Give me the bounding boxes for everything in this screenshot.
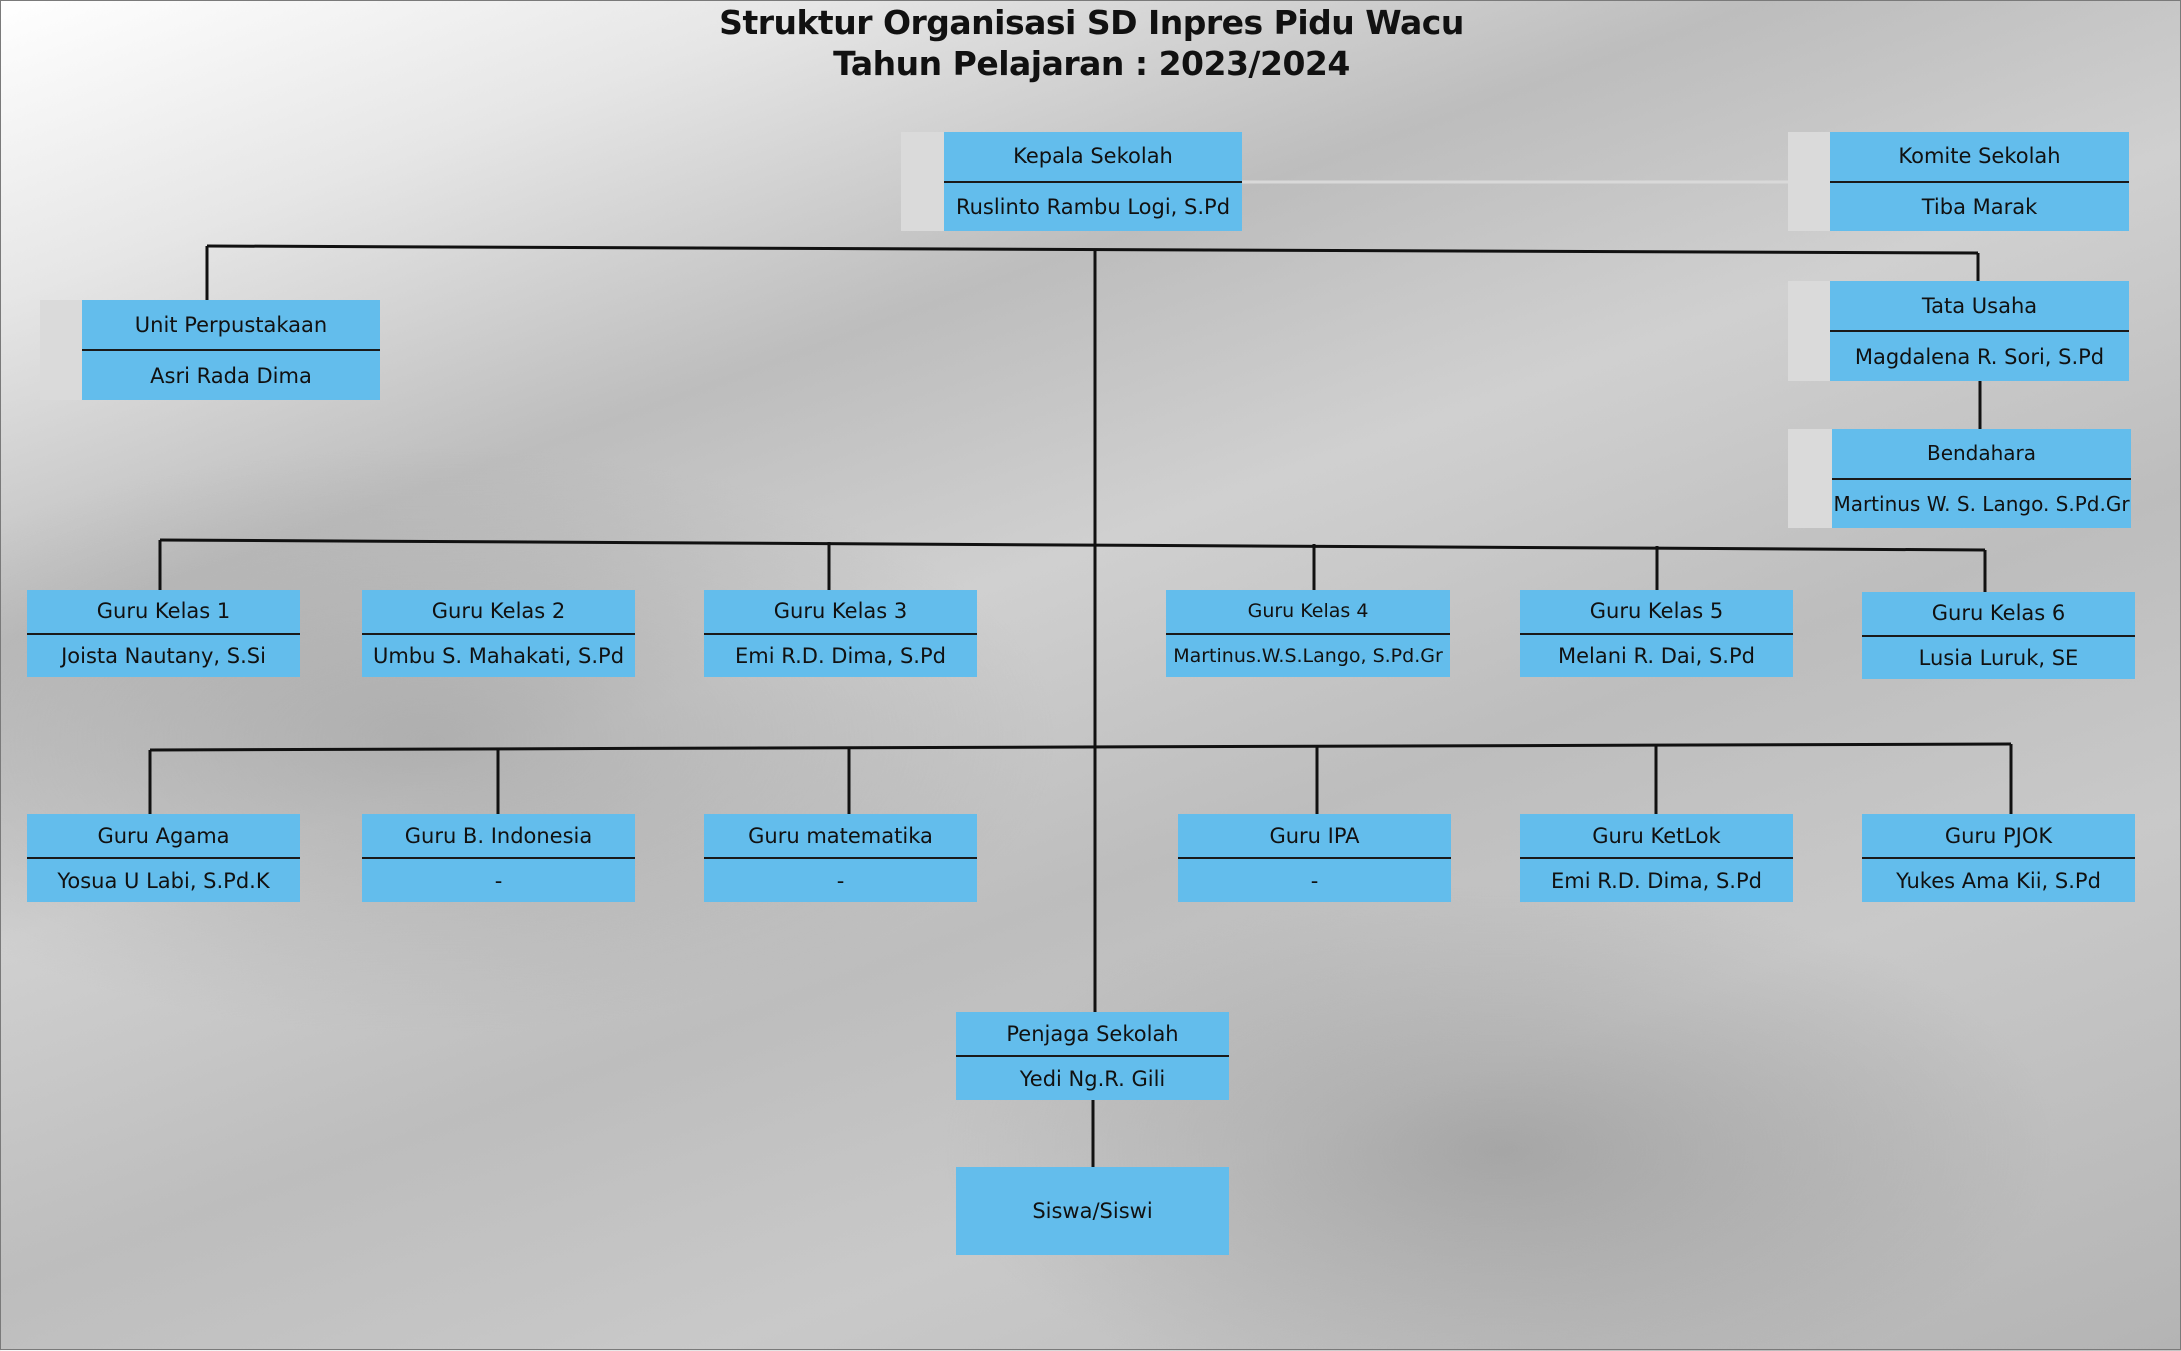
node-person: Emi R.D. Dima, S.Pd	[1551, 868, 1762, 893]
node-siswa-siswi: Siswa/Siswi	[956, 1167, 1229, 1255]
node-guru-b-indonesia: Guru B. Indonesia -	[362, 814, 635, 902]
node-person: Melani R. Dai, S.Pd	[1558, 643, 1755, 668]
node-person: Umbu S. Mahakati, S.Pd	[372, 643, 625, 668]
komite-tab	[1788, 132, 1831, 231]
node-person: Tiba Marak	[1921, 194, 2038, 219]
node-person: Yedi Ng.R. Gili	[1019, 1066, 1166, 1091]
node-person: Ruslinto Rambu Logi, S.Pd	[955, 194, 1231, 219]
node-tata-usaha: Tata Usaha Magdalena R. Sori, S.Pd	[1830, 281, 2129, 381]
node-role: Penjaga Sekolah	[956, 1012, 1229, 1057]
node-guru-pjok: Guru PJOK Yukes Ama Kii, S.Pd	[1862, 814, 2135, 902]
perpustakaan-tab	[40, 300, 83, 400]
node-role: Guru Kelas 4	[1166, 590, 1450, 635]
node-guru-ketlok: Guru KetLok Emi R.D. Dima, S.Pd	[1520, 814, 1793, 902]
kelas-branch-horizontal	[159, 538, 1986, 552]
node-person: Emi R.D. Dima, S.Pd	[735, 643, 946, 668]
node-person: Asri Rada Dima	[150, 363, 312, 388]
node-guru-kelas-2: Guru Kelas 2 Umbu S. Mahakati, S.Pd	[362, 590, 635, 677]
node-role: Guru KetLok	[1520, 814, 1793, 859]
node-role: Guru Kelas 5	[1520, 590, 1793, 635]
kepala-tab	[901, 132, 945, 231]
node-bendahara: Bendahara Martinus W. S. Lango. S.Pd.Gr	[1832, 429, 2131, 528]
node-role: Siswa/Siswi	[1032, 1199, 1153, 1223]
tata-usaha-tab	[1788, 281, 1831, 381]
node-guru-agama: Guru Agama Yosua U Labi, S.Pd.K	[27, 814, 300, 902]
node-role: Guru Kelas 2	[362, 590, 635, 635]
node-role: Tata Usaha	[1830, 281, 2129, 332]
node-role: Guru Kelas 6	[1862, 592, 2135, 637]
node-person: Yosua U Labi, S.Pd.K	[57, 868, 270, 893]
node-person: Yukes Ama Kii, S.Pd	[1896, 868, 2101, 893]
node-role: Guru B. Indonesia	[362, 814, 635, 859]
node-guru-kelas-1: Guru Kelas 1 Joista Nautany, S.Si	[27, 590, 300, 677]
node-role: Guru Kelas 1	[27, 590, 300, 635]
mapel-branch-horizontal	[149, 742, 2012, 752]
chart-subtitle: Tahun Pelajaran : 2023/2024	[833, 44, 1350, 83]
node-guru-kelas-5: Guru Kelas 5 Melani R. Dai, S.Pd	[1520, 590, 1793, 677]
node-role: Guru Kelas 3	[704, 590, 977, 635]
node-role: Guru Agama	[27, 814, 300, 859]
node-unit-perpustakaan: Unit Perpustakaan Asri Rada Dima	[82, 300, 380, 400]
node-role: Komite Sekolah	[1830, 132, 2129, 183]
node-guru-ipa: Guru IPA -	[1178, 814, 1451, 902]
top-branch-horizontal	[206, 244, 1979, 255]
node-role: Guru PJOK	[1862, 814, 2135, 859]
node-role: Guru matematika	[704, 814, 977, 859]
node-role: Unit Perpustakaan	[82, 300, 380, 351]
node-guru-matematika: Guru matematika -	[704, 814, 977, 902]
node-role: Bendahara	[1832, 429, 2131, 480]
node-person: Joista Nautany, S.Si	[61, 643, 266, 668]
node-guru-kelas-4: Guru Kelas 4 Martinus.W.S.Lango, S.Pd.Gr	[1166, 590, 1450, 677]
node-person: -	[836, 868, 845, 893]
node-komite-sekolah: Komite Sekolah Tiba Marak	[1830, 132, 2129, 231]
node-person: Magdalena R. Sori, S.Pd	[1854, 344, 2105, 369]
node-role: Guru IPA	[1178, 814, 1451, 859]
node-guru-kelas-3: Guru Kelas 3 Emi R.D. Dima, S.Pd	[704, 590, 977, 677]
bendahara-tab	[1788, 429, 1833, 528]
node-person: Martinus W. S. Lango. S.Pd.Gr	[1833, 491, 2130, 516]
chart-title: Struktur Organisasi SD Inpres Pidu Wacu	[719, 3, 1464, 42]
node-kepala-sekolah: Kepala Sekolah Ruslinto Rambu Logi, S.Pd	[944, 132, 1242, 231]
node-role: Kepala Sekolah	[944, 132, 1242, 183]
node-person: -	[494, 868, 503, 893]
node-person: Lusia Luruk, SE	[1918, 645, 2079, 670]
node-penjaga-sekolah: Penjaga Sekolah Yedi Ng.R. Gili	[956, 1012, 1229, 1100]
node-person: Martinus.W.S.Lango, S.Pd.Gr	[1173, 644, 1443, 667]
node-guru-kelas-6: Guru Kelas 6 Lusia Luruk, SE	[1862, 592, 2135, 679]
node-person: -	[1310, 868, 1319, 893]
